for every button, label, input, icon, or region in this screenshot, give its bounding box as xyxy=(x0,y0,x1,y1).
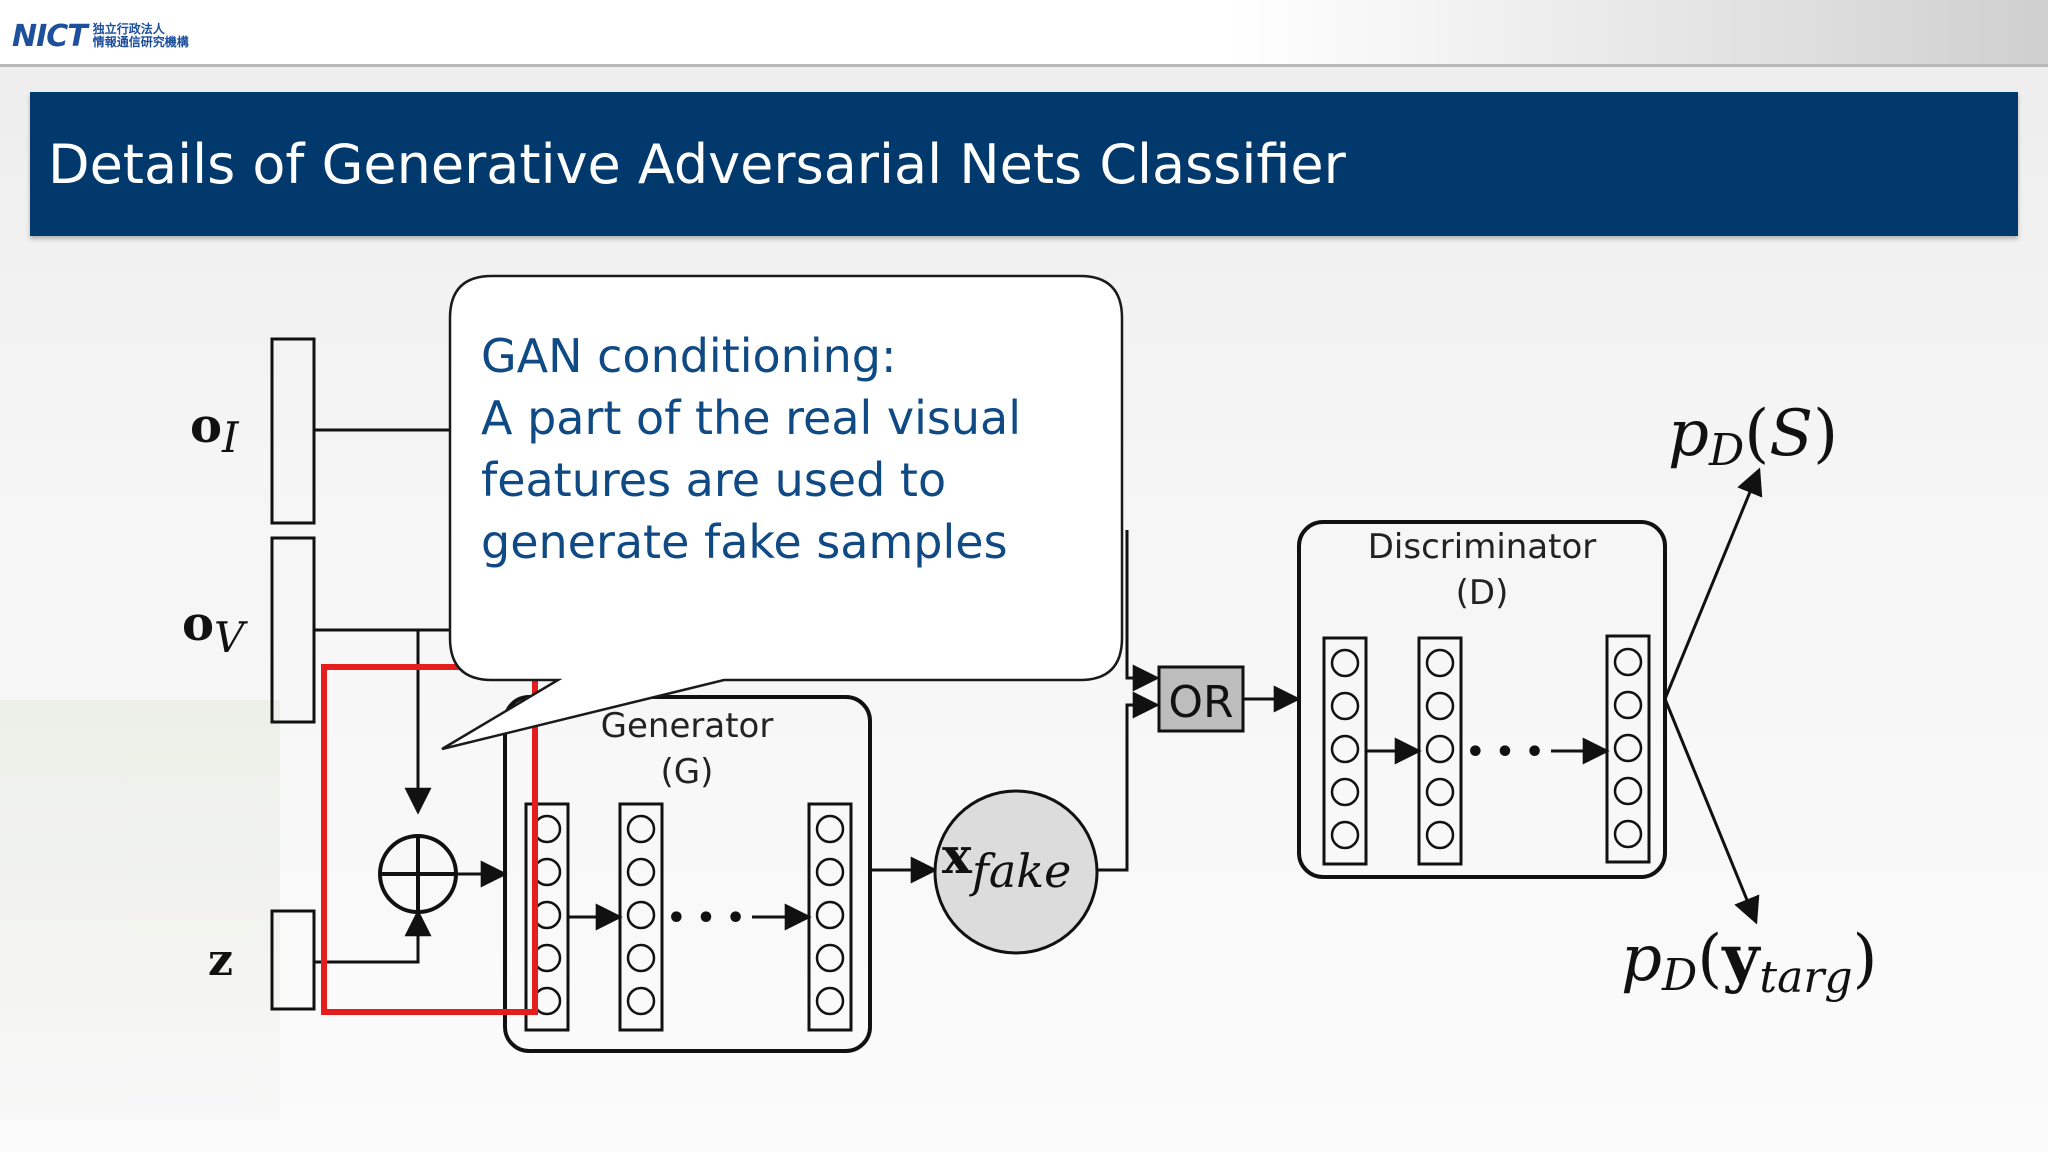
o-v-label: oV xyxy=(182,596,248,662)
p-y-open-paren: ( xyxy=(1697,922,1722,996)
conditioning-highlight-box xyxy=(321,664,538,1015)
p-s-base: p xyxy=(1668,397,1709,471)
logo-mark: NICT xyxy=(12,18,88,54)
discriminator-name: Discriminator xyxy=(1368,527,1597,567)
callout-line-1: GAN conditioning: xyxy=(481,329,897,383)
neuron xyxy=(626,900,656,930)
p-y-arg-base: y xyxy=(1721,921,1761,996)
generator-box xyxy=(503,695,872,1053)
generator-name: Generator xyxy=(601,706,774,746)
real-to-or xyxy=(1125,530,1160,692)
p-s-open-paren: ( xyxy=(1744,397,1769,471)
callout-line-2: A part of the real visual xyxy=(481,391,1022,445)
neuron xyxy=(1330,777,1360,807)
p-s-arg: S xyxy=(1769,397,1813,471)
disc-to-p-s xyxy=(1663,467,1763,700)
discriminator-layer-1 xyxy=(1322,636,1368,866)
neuron xyxy=(815,900,845,930)
discriminator-ellipsis: • • • xyxy=(1466,735,1544,770)
xfake-to-or xyxy=(1097,691,1160,872)
o-i-input-bar xyxy=(270,337,316,525)
o-i-label: oI xyxy=(190,398,240,462)
o-i-label-base: o xyxy=(190,398,222,454)
neuron xyxy=(626,857,656,887)
neuron xyxy=(1330,734,1360,764)
neuron xyxy=(815,943,845,973)
logo-subtitle: 独立行政法人 情報通信研究機構 xyxy=(93,23,189,49)
callout-line-3: features are used to xyxy=(481,453,947,507)
discriminator-layer-last xyxy=(1605,634,1651,864)
o-v-input-bar xyxy=(270,536,316,724)
p-s-sub: D xyxy=(1708,425,1744,476)
p-y-base: p xyxy=(1621,922,1662,996)
neuron xyxy=(1425,691,1455,721)
neuron xyxy=(1613,690,1643,720)
neuron xyxy=(815,814,845,844)
neuron xyxy=(1613,647,1643,677)
x-fake-base: x xyxy=(942,826,973,885)
generator-abbr: (G) xyxy=(661,752,714,792)
p-s-close-paren: ) xyxy=(1813,397,1838,471)
p-y-close-paren: ) xyxy=(1853,922,1878,996)
neuron xyxy=(626,943,656,973)
callout-text: GAN conditioning: A part of the real vis… xyxy=(481,325,1121,573)
neuron xyxy=(815,857,845,887)
p-y-arg-sub: targ xyxy=(1759,952,1852,1003)
neuron xyxy=(626,986,656,1016)
generator-ellipsis: • • • xyxy=(667,901,745,936)
p-y-label: pD(ytarg) xyxy=(1621,921,1878,1003)
neuron xyxy=(1425,648,1455,678)
neuron xyxy=(1330,648,1360,678)
neuron xyxy=(1613,776,1643,806)
z-input-bar xyxy=(270,909,316,1011)
generator-layer-2 xyxy=(618,802,664,1032)
or-box xyxy=(1157,665,1245,733)
x-fake-sub: fake xyxy=(969,844,1072,898)
discriminator-layer-2 xyxy=(1417,636,1463,866)
logo-sub-line2: 情報通信研究機構 xyxy=(92,35,189,49)
neuron xyxy=(1330,691,1360,721)
background-watermark xyxy=(0,700,280,1120)
disc-to-p-y xyxy=(1663,698,1760,925)
z-to-adder xyxy=(314,909,432,964)
generator-layer-last xyxy=(807,802,853,1032)
or-label: OR xyxy=(1168,677,1233,728)
neuron xyxy=(1425,777,1455,807)
discriminator-abbr: (D) xyxy=(1456,573,1509,613)
o-i-label-sub: I xyxy=(221,413,240,462)
neuron xyxy=(815,986,845,1016)
neuron xyxy=(626,814,656,844)
o-v-label-base: o xyxy=(182,596,214,652)
top-header-strip xyxy=(0,0,2048,67)
neuron xyxy=(1425,734,1455,764)
p-s-label: pD(S) xyxy=(1668,397,1838,476)
neuron xyxy=(1613,733,1643,763)
nict-logo: NICT 独立行政法人 情報通信研究機構 xyxy=(12,14,189,58)
neuron xyxy=(1613,819,1643,849)
p-y-sub: D xyxy=(1661,950,1697,1001)
neuron xyxy=(1330,820,1360,850)
x-fake-label: xfake xyxy=(942,826,1071,898)
callout-line-4: generate fake samples xyxy=(481,515,1008,569)
title-bar: Details of Generative Adversarial Nets C… xyxy=(30,92,2018,236)
z-label: z xyxy=(208,935,233,986)
o-v-label-sub: V xyxy=(214,613,248,662)
logo-sub-line1: 独立行政法人 xyxy=(92,22,165,36)
slide-title: Details of Generative Adversarial Nets C… xyxy=(48,132,1346,196)
x-fake-node xyxy=(933,789,1099,955)
callout-bubble xyxy=(441,274,1124,751)
neuron xyxy=(1425,820,1455,850)
